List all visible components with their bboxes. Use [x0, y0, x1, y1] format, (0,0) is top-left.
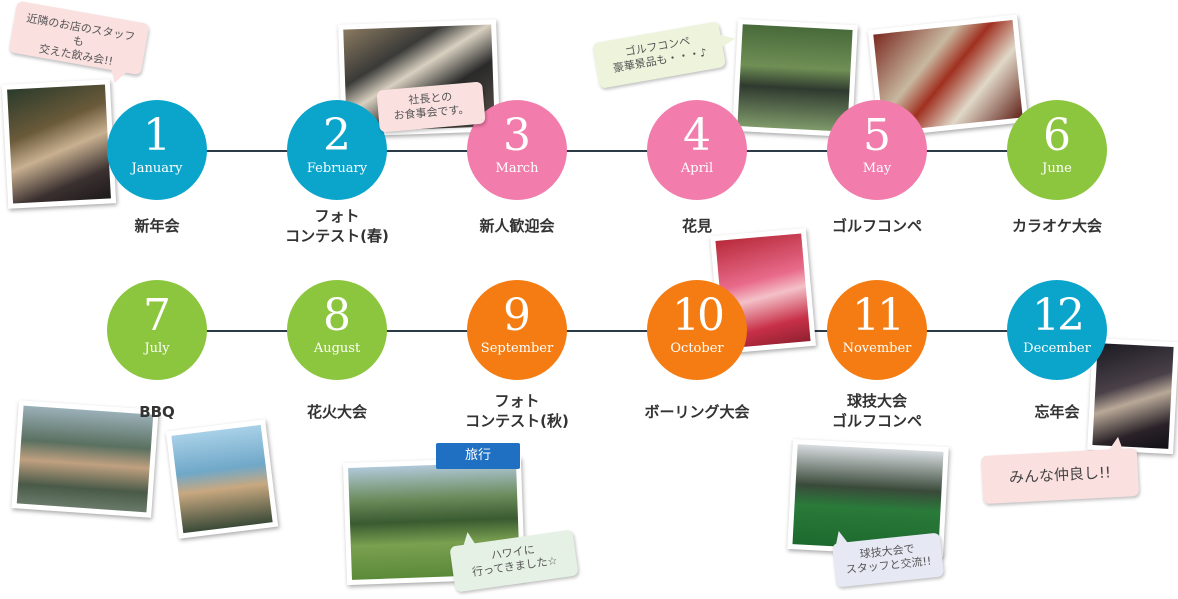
month-name: May [862, 161, 892, 176]
month-circle-12: 12 December [1007, 280, 1107, 380]
event-label-11: 球技大会 ゴルフコンペ [831, 392, 922, 430]
month-number: 10 [672, 290, 725, 341]
month-number: 6 [1043, 110, 1071, 161]
month-circle-1: 1 January [107, 100, 207, 200]
month-name: August [313, 341, 361, 356]
month-number: 2 [323, 110, 351, 161]
event-label-2: フォト コンテスト(春) [285, 207, 389, 245]
event-label-4: 花見 [681, 217, 712, 235]
event-label-5: ゴルフコンペ [831, 217, 922, 235]
month-circle-4: 4 April [647, 100, 747, 200]
month-number: 11 [852, 290, 905, 341]
bubble-january: 近隣のお店のスタッフも 交えた飲み会!! [8, 0, 150, 85]
event-label-8: 花火大会 [306, 403, 367, 421]
month-number: 4 [683, 110, 711, 161]
month-number: 5 [863, 110, 891, 161]
travel-tag: 旅行 [436, 443, 520, 469]
event-label-3: 新人歓迎会 [479, 217, 555, 235]
bubble-text: みんな仲良し!! [1008, 463, 1112, 487]
event-label-1: 新年会 [134, 217, 180, 235]
month-name: July [144, 341, 170, 356]
travel-tag-label: 旅行 [464, 448, 491, 463]
month-name: March [495, 161, 539, 176]
month-circle-6: 6 June [1007, 100, 1107, 200]
bubble-text: ゴルフコンペ 豪華景品も・・・♪ [612, 34, 708, 76]
month-circle-10: 10 October [647, 280, 747, 380]
month-circle-2: 2 February [287, 100, 387, 200]
event-label-9: フォト コンテスト(秋) [465, 392, 569, 430]
photo-july-bbq-beach [165, 419, 279, 539]
event-label-7: BBQ [139, 403, 175, 421]
event-label-10: ボーリング大会 [644, 403, 750, 421]
month-circle-8: 8 August [287, 280, 387, 380]
month-circle-9: 9 September [467, 280, 567, 380]
photo-january-party [1, 79, 117, 209]
month-name: October [670, 341, 724, 356]
month-number: 7 [143, 290, 171, 341]
month-name: April [680, 161, 714, 176]
month-circle-7: 7 July [107, 280, 207, 380]
month-number: 3 [503, 110, 531, 161]
bubble-text: 社長との お食事会です。 [393, 90, 470, 123]
month-circle-5: 5 May [827, 100, 927, 200]
bubble-december: みんな仲良し!! [980, 436, 1140, 505]
month-name: February [306, 161, 368, 176]
month-number: 1 [143, 110, 171, 161]
bubble-april: ゴルフコンペ 豪華景品も・・・♪ [591, 21, 737, 89]
month-number: 8 [323, 290, 351, 341]
event-label-12: 忘年会 [1034, 403, 1080, 421]
bubble-text: ハワイに 行ってきました☆ [471, 543, 559, 579]
month-name: November [842, 341, 912, 356]
timeline-line-row2 [157, 330, 1057, 332]
event-label-6: カラオケ大会 [1011, 217, 1102, 235]
month-name: June [1042, 161, 1072, 176]
month-name: September [480, 341, 554, 356]
month-name: December [1023, 341, 1091, 356]
month-number: 12 [1032, 290, 1085, 341]
bubble-text: 球技大会で スタッフと交流!! [845, 542, 932, 577]
bubble-september: ハワイに 行ってきました☆ [449, 529, 579, 593]
month-number: 9 [503, 290, 531, 341]
month-name: January [131, 161, 183, 176]
timeline-line-row1 [157, 150, 1057, 152]
bubble-text: 近隣のお店のスタッフも 交えた飲み会!! [25, 11, 137, 69]
month-circle-11: 11 November [827, 280, 927, 380]
